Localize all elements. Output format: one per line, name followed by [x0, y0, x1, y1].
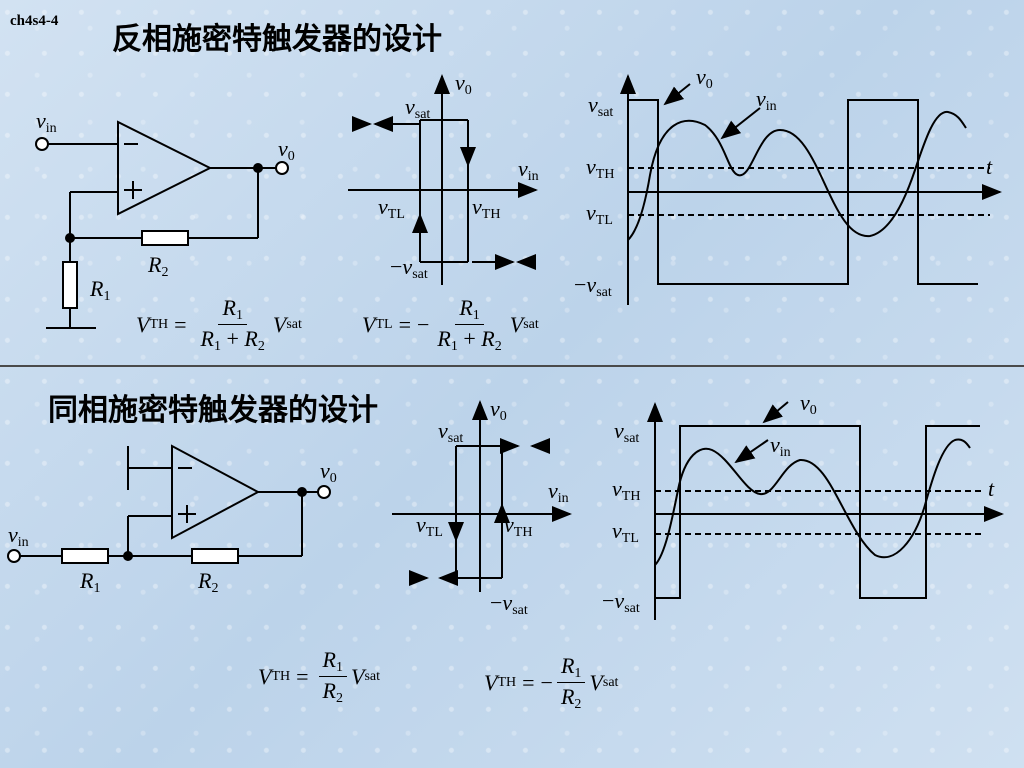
- label-r2-b: R2: [198, 568, 219, 596]
- inverting-waveform: [620, 74, 1002, 305]
- wf1-label-vtl: vTL: [586, 200, 613, 228]
- wf2-label-vth: vTH: [612, 476, 641, 504]
- tc2-label-neg-vsat: −vsat: [490, 590, 528, 618]
- wf2-label-t: t: [988, 476, 995, 501]
- tc2-label-vth: vTH: [504, 512, 533, 540]
- wf2-label-v0: v0: [800, 390, 817, 418]
- slide-code: ch4s4-4: [10, 13, 59, 29]
- label-vin: vin: [36, 108, 57, 136]
- inverting-circuit: [35, 120, 289, 329]
- tc1-label-vsat: vsat: [405, 94, 431, 122]
- resistor-r1: [62, 261, 78, 309]
- noninverting-circuit: [7, 444, 331, 564]
- wf1-label-vth: vTH: [586, 154, 615, 182]
- tc1-label-v0: v0: [455, 70, 472, 98]
- label-r1-b: R1: [80, 568, 101, 596]
- vout-terminal: [275, 161, 289, 175]
- inverting-section-title: 反相施密特触发器的设计: [112, 22, 442, 57]
- opamp-triangle-2: [171, 444, 261, 540]
- wf1-label-vin: vin: [756, 86, 777, 114]
- noninverting-transfer-curve: [392, 400, 572, 592]
- resistor-r2: [141, 230, 189, 246]
- wf2-label-neg-vsat: −vsat: [602, 588, 640, 616]
- label-vin-b: vin: [8, 522, 29, 550]
- wf2-label-vsat: vsat: [614, 418, 640, 446]
- inverting-transfer-curve: [348, 74, 538, 285]
- wf2-label-vin: vin: [770, 432, 791, 460]
- tc2-label-vsat: vsat: [438, 418, 464, 446]
- tc1-label-neg-vsat: −vsat: [390, 254, 428, 282]
- wf1-label-t: t: [986, 154, 993, 179]
- resistor-r1-b: [61, 548, 109, 564]
- noninverting-waveform: [647, 401, 1004, 620]
- resistor-r2-b: [191, 548, 239, 564]
- tc2-label-vin: vin: [548, 478, 569, 506]
- tc2-label-v0: v0: [490, 396, 507, 424]
- label-r1: R1: [90, 276, 111, 304]
- wf1-label-vsat: vsat: [588, 92, 614, 120]
- label-r2: R2: [148, 252, 169, 280]
- vin-terminal-2: [7, 549, 21, 563]
- wf2-label-vtl: vTL: [612, 518, 639, 546]
- tc1-label-vtl: vTL: [378, 194, 405, 222]
- tc1-label-vin: vin: [518, 156, 539, 184]
- vin-terminal: [35, 137, 49, 151]
- label-v0: v0: [278, 136, 295, 164]
- vout-terminal-2: [317, 485, 331, 499]
- wf1-label-v0: v0: [696, 64, 713, 92]
- tc2-label-vtl: vTL: [416, 512, 443, 540]
- opamp-triangle: [117, 120, 213, 216]
- tc1-label-vth: vTH: [472, 194, 501, 222]
- label-v0-b: v0: [320, 458, 337, 486]
- wf1-label-neg-vsat: −vsat: [574, 272, 612, 300]
- noninverting-section-title: 同相施密特触发器的设计: [48, 393, 378, 428]
